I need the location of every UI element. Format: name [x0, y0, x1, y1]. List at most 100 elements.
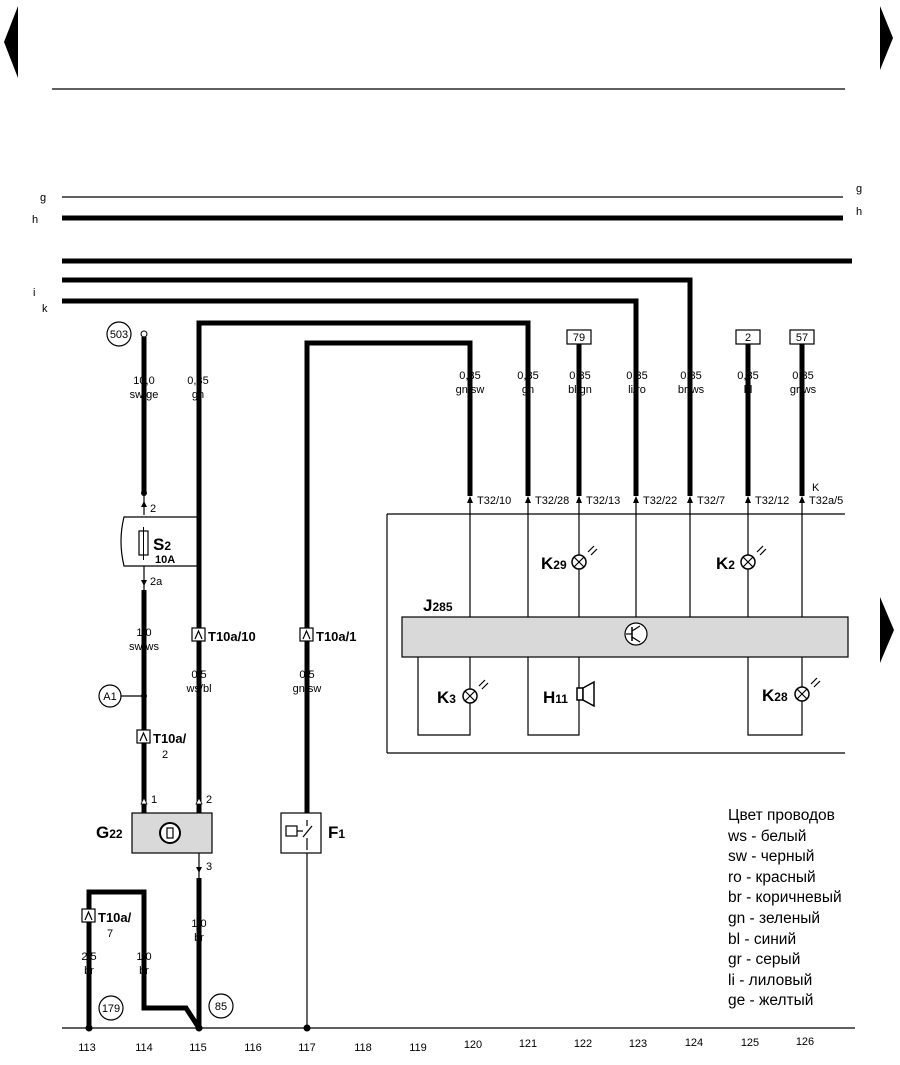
pin-t32-10: T32/10 — [477, 495, 511, 507]
t10a7-sub: 7 — [107, 928, 113, 940]
panel-pin-arrows — [467, 496, 805, 503]
pin-t32-7: T32/7 — [697, 495, 725, 507]
connector-t10a-1-icon — [299, 627, 314, 642]
ref-503-circle — [106, 321, 132, 347]
c123-size: 0,35 — [626, 370, 647, 382]
w8-size: 1,0 — [136, 951, 151, 963]
track-113: 113 — [78, 1042, 96, 1054]
c121-color: gn — [522, 384, 534, 396]
legend-item-gn: gn - зеленый — [728, 909, 821, 927]
k29-letter: K29 — [541, 554, 567, 573]
panel-pin-labels: T32/10 T32/28 T32/13 T32/22 T32/7 T32/12… — [477, 482, 843, 507]
track-116: 116 — [244, 1042, 262, 1054]
pin-t32a-5: T32a/5 — [809, 495, 843, 507]
next-page-arrow[interactable] — [880, 6, 893, 70]
c124-size: 0,35 — [680, 370, 701, 382]
t10a10-label: T10a/10 — [208, 629, 256, 644]
pin-t32-12: T32/12 — [755, 495, 789, 507]
legend-item-bl: bl - синий — [728, 930, 797, 948]
legend-title: Цвет проводов — [728, 807, 835, 824]
track-114: 114 — [135, 1042, 153, 1054]
w1-color: sw/ge — [130, 389, 159, 401]
track-126: 126 — [796, 1036, 814, 1048]
c125-color: bl — [744, 384, 753, 396]
c123-color: li/ro — [628, 384, 646, 396]
w5-color: gn/sw — [293, 683, 322, 695]
w7-color: br — [84, 965, 94, 977]
t10a2-sub: 2 — [162, 749, 168, 761]
connector-t10a-10-icon — [191, 627, 206, 642]
track-118: 118 — [354, 1042, 372, 1054]
prev-page-arrow[interactable] — [4, 6, 18, 78]
w6-color: br — [194, 932, 204, 944]
track-122: 122 — [574, 1038, 592, 1050]
f1-letter: F1 — [328, 823, 345, 842]
c126-color: gr/ws — [790, 384, 817, 396]
g22-pin2: 2 — [206, 794, 212, 806]
w8-color: br — [139, 965, 149, 977]
track-121: 121 — [519, 1038, 537, 1050]
k29-lamp-icon — [571, 545, 598, 570]
k28-lamp-icon — [794, 677, 821, 702]
panel-input-wires — [467, 343, 805, 496]
track-117: 117 — [298, 1042, 316, 1054]
k3-lamp-icon — [462, 679, 489, 704]
legend-item-gr: gr - серый — [728, 951, 801, 969]
ref-179-label: 179 — [102, 1003, 120, 1015]
c122-color: bl/gn — [568, 384, 592, 396]
pin-t32-22: T32/22 — [643, 495, 677, 507]
track-115: 115 — [189, 1042, 207, 1054]
c124-color: br/ws — [678, 384, 705, 396]
switch-f1-icon — [285, 820, 313, 850]
track-125: 125 — [741, 1037, 759, 1049]
bus-i2-to-124 — [62, 277, 693, 354]
k2-letter: K2 — [716, 554, 735, 573]
track-124: 124 — [685, 1037, 703, 1049]
c120-color: gn/sw — [456, 384, 485, 396]
w6-size: 1,0 — [191, 918, 206, 930]
legend-item-li: li - лиловый — [728, 971, 813, 989]
next-page-arrow-mid[interactable] — [880, 597, 894, 663]
j285-letter: J285 — [423, 596, 453, 615]
connector-t10a-2-icon — [136, 729, 151, 744]
c121-size: 0,35 — [517, 370, 538, 382]
legend-item-sw: sw - черный — [728, 848, 815, 866]
g22-letter: G22 — [96, 823, 123, 842]
w2-color: gn — [192, 389, 204, 401]
w2-size: 0,35 — [187, 375, 208, 387]
bus-label-h-right: h — [856, 206, 862, 218]
bus-label-k: k — [42, 303, 48, 315]
bus-k-to-123 — [62, 298, 639, 354]
g22-pin1: 1 — [151, 794, 157, 806]
s2-pin-bot: 2a — [150, 576, 163, 588]
w7-size: 2,5 — [81, 951, 96, 963]
c120-size: 0,35 — [459, 370, 480, 382]
ref-a1-label: A1 — [103, 691, 116, 703]
bus-lines — [62, 196, 852, 354]
track-numbers: 113 114 115 116 117 118 119 120 121 122 … — [78, 1036, 814, 1054]
t10a7-label: T10a/ — [98, 910, 132, 925]
pin-k-mark: K — [812, 482, 820, 494]
h11-letter: H11 — [543, 688, 568, 707]
ref-2-label: 2 — [745, 332, 751, 344]
bus-label-i: i — [33, 287, 35, 299]
track-120: 120 — [464, 1039, 482, 1051]
legend-item-ge: ge - желтый — [728, 992, 814, 1010]
w4-size: 0,5 — [191, 669, 206, 681]
terminal-503 — [140, 330, 148, 338]
bus-label-g-right: g — [856, 183, 862, 195]
transistor-icon — [624, 622, 648, 646]
ref-85-circle — [208, 993, 234, 1019]
c125-size: 0,35 — [737, 370, 758, 382]
legend-item-ws: ws - белый — [728, 827, 807, 845]
w1-size: 10,0 — [133, 375, 154, 387]
ref-57-label: 57 — [796, 332, 808, 344]
t10a2-label: T10a/ — [153, 731, 187, 746]
bus-label-h: h — [32, 214, 38, 226]
c122-size: 0,35 — [569, 370, 590, 382]
panel-wire-labels: 0,35 gn/sw 0,35 gn 0,35 bl/gn 0,35 li/ro… — [456, 370, 817, 396]
wire-gn-115 — [196, 320, 531, 813]
k28-letter: K28 — [762, 686, 788, 705]
ref-a1-circle — [98, 684, 122, 708]
t10a1-label: T10a/1 — [316, 629, 356, 644]
